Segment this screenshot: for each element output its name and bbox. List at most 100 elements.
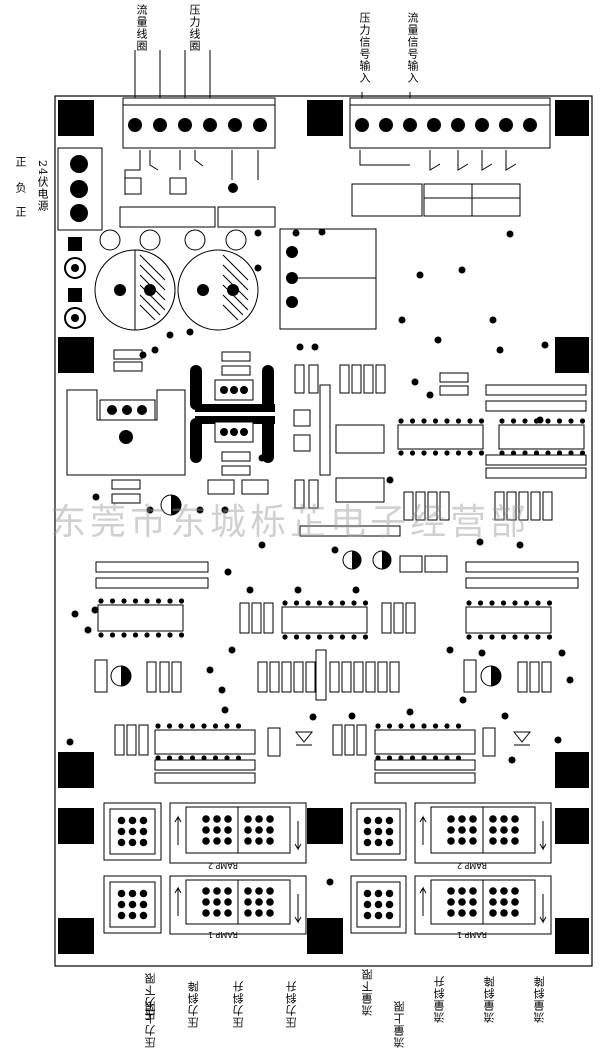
via [326,878,334,886]
dip-pin [213,837,221,845]
pin-dot [579,450,586,456]
resistors [94,349,553,757]
pin-dot [351,634,357,640]
pin-dot [409,723,416,729]
pin-dot [305,634,311,640]
pin-dot [375,755,381,761]
electrolytic-capacitors [64,229,259,331]
pin-dot [167,632,173,638]
dip-pin [374,889,383,898]
arrow-up [419,886,427,916]
via [406,708,414,716]
via [508,756,516,764]
dip-pin [489,837,497,845]
dip-pin [363,889,372,898]
pin-dot [109,632,116,638]
pin-dot [178,755,184,761]
dip-pin [224,815,232,823]
pin-dot [316,600,323,606]
dip-pin [213,887,221,895]
via [258,454,266,462]
pin-dot [144,632,150,638]
via [206,666,214,674]
via [416,271,424,279]
dip-pin [139,900,148,909]
pin-dot [523,600,530,606]
pin-dot [455,450,462,456]
dip-pin [500,909,508,917]
via [224,568,232,576]
dip-pin [224,887,232,895]
pin-dot [421,723,427,729]
pin-dot [155,598,162,604]
pin-dot [523,634,530,640]
via [331,546,339,554]
dip-pin [266,837,274,845]
pressure-ramp-down-label: 压力斜降 [187,980,200,1028]
via [221,506,229,514]
dip-pin [489,826,497,834]
dip-pin [202,815,210,823]
dip-pin [489,815,497,823]
dip-pin [255,887,263,895]
dip-pin [363,816,372,825]
dip-pin [447,837,455,845]
via [91,606,99,614]
pin-dot [510,418,517,424]
pin-dot [477,634,484,640]
pin-dot [477,600,484,606]
dip-pin [117,911,126,920]
pin-dot [189,723,196,729]
pin-dot [455,418,462,424]
dip-pin [447,815,455,823]
via [309,713,317,721]
via [166,331,174,339]
via [476,538,484,546]
dip-pin [117,889,126,898]
dip-pin [255,898,263,906]
pin-dot [305,600,311,606]
pin-dot [121,598,127,604]
via [221,706,229,714]
flow-lower-label: 流量下限 [361,968,374,1016]
dip-pin [363,900,372,909]
pin-dot [201,755,207,761]
dip-switch-blocks [103,802,552,935]
dip-pin [128,838,137,847]
pin-dot [132,632,139,638]
dip-pin [266,898,274,906]
via [536,416,544,424]
dip-pin [266,826,274,834]
pin-dot [556,418,563,424]
via [496,346,504,354]
flow-coil-label: 流量线圈 [135,4,148,52]
dip-pin [224,826,232,834]
transformer [190,365,275,463]
relay [279,228,377,330]
via [386,476,394,484]
pin-dot [328,634,334,640]
dip-pin [500,815,508,823]
dip-pin [244,837,252,845]
via [311,343,319,351]
dip-pin [458,887,466,895]
pin-dot [339,634,346,640]
dip-pin [447,887,455,895]
pin-dot [546,600,553,606]
pressure-ramp-up-label: 压力斜升 [232,980,245,1028]
via [446,646,454,654]
dip-pin [244,898,252,906]
pin-dot [166,755,173,761]
ramp2-left-label: RAMP 2 [208,861,238,870]
pin-dot [398,450,404,456]
mounting-pads [58,100,589,954]
via [196,506,204,514]
via [411,378,419,386]
arrow-up [174,886,182,916]
dip-pin [469,837,477,845]
dip-pin [469,887,477,895]
input-circuit-sketch [119,150,521,228]
dip-pin [139,911,148,920]
dip-pin [213,909,221,917]
dip-pin [224,909,232,917]
